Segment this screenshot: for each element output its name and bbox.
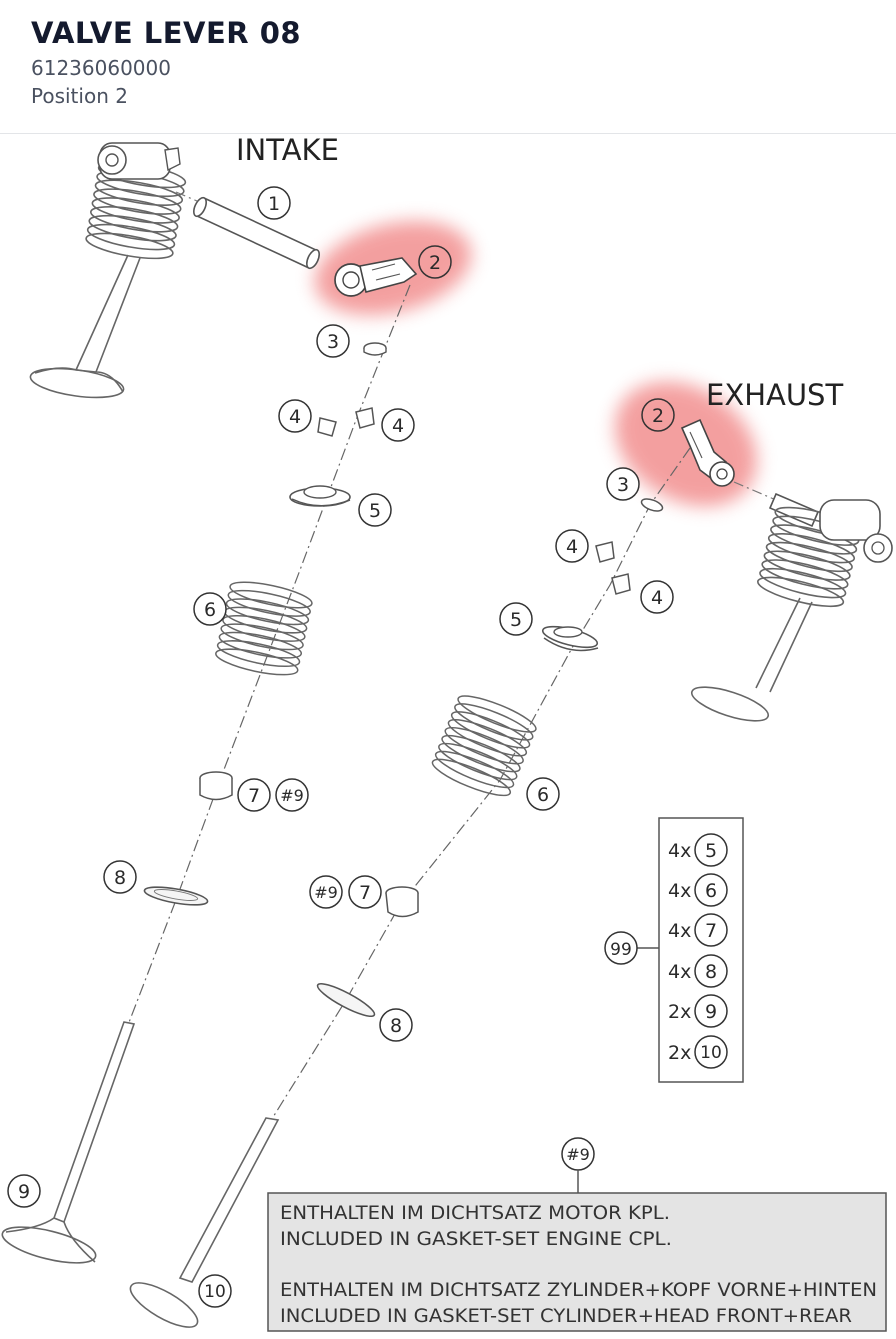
svg-text:2x: 2x [668, 1042, 691, 1064]
part-title: VALVE LEVER 08 [31, 16, 302, 50]
svg-text:5: 5 [369, 500, 381, 522]
svg-text:4x: 4x [668, 880, 691, 902]
svg-text:4x: 4x [668, 961, 691, 983]
gasket-set-note: ENTHALTEN IM DICHTSATZ MOTOR KPL. INCLUD… [267, 1192, 887, 1332]
svg-text:3: 3 [327, 331, 339, 353]
callout-2-exhaust[interactable]: 2 [641, 398, 675, 432]
svg-text:2x: 2x [668, 1001, 691, 1023]
exhaust-stem-seal [385, 886, 419, 918]
svg-text:7: 7 [705, 920, 717, 942]
intake-valve-spring [213, 576, 315, 681]
callout-8-exhaust[interactable]: 8 [379, 1008, 413, 1042]
note-line: ENTHALTEN IM DICHTSATZ ZYLINDER+KOPF VOR… [280, 1279, 877, 1301]
callout-3-exhaust[interactable]: 3 [606, 467, 640, 501]
svg-text:#9: #9 [566, 1145, 590, 1164]
intake-stem-seal [199, 771, 233, 801]
exhaust-label: EXHAUST [706, 378, 843, 412]
svg-text:1: 1 [268, 193, 280, 215]
kit-row: 4x 7 [668, 913, 728, 947]
svg-text:99: 99 [610, 940, 632, 960]
rocker-shaft [175, 191, 320, 270]
svg-text:8: 8 [705, 961, 717, 983]
svg-text:2: 2 [652, 405, 664, 427]
svg-text:6: 6 [537, 784, 549, 806]
note-callout[interactable]: #9 [561, 1137, 595, 1171]
intake-rocker-lever [334, 257, 418, 297]
callout-99[interactable]: 99 [604, 931, 638, 965]
callout-4a-exhaust[interactable]: 4 [555, 529, 589, 563]
callout-10-exhaust[interactable]: 10 [198, 1274, 232, 1308]
callout-8-intake[interactable]: 8 [103, 860, 137, 894]
kit-row: 2x 9 [668, 994, 728, 1028]
callout-9h-intake[interactable]: #9 [275, 778, 309, 812]
callout-4a-intake[interactable]: 4 [278, 399, 312, 433]
svg-text:9: 9 [18, 1181, 30, 1203]
intake-shim [363, 342, 387, 356]
svg-text:4x: 4x [668, 920, 691, 942]
callout-5-intake[interactable]: 5 [358, 493, 392, 527]
exhaust-spring-seat [316, 982, 376, 1018]
exhaust-spring-retainer [541, 625, 599, 652]
callout-9-intake[interactable]: 9 [7, 1174, 41, 1208]
callout-2-intake[interactable]: 2 [418, 245, 452, 279]
intake-spring-retainer [289, 485, 351, 507]
exhaust-valve-keepers [595, 541, 631, 595]
callout-4b-exhaust[interactable]: 4 [640, 580, 674, 614]
svg-text:8: 8 [390, 1015, 402, 1037]
svg-text:#9: #9 [280, 786, 304, 805]
note-line: INCLUDED IN GASKET-SET CYLINDER+HEAD FRO… [280, 1305, 852, 1327]
kit-row: 4x 6 [668, 873, 728, 907]
svg-text:4: 4 [289, 406, 301, 428]
svg-text:2: 2 [429, 252, 441, 274]
svg-text:4: 4 [651, 587, 663, 609]
exploded-diagram: INTAKE EXHAUST [0, 133, 896, 1335]
note-line: INCLUDED IN GASKET-SET ENGINE CPL. [280, 1228, 672, 1250]
callout-7-exhaust[interactable]: 7 [348, 875, 382, 909]
svg-text:4: 4 [566, 536, 578, 558]
part-position: Position 2 [31, 84, 128, 108]
note-line: ENTHALTEN IM DICHTSATZ MOTOR KPL. [280, 1202, 670, 1224]
intake-valve-keepers [317, 407, 375, 437]
svg-text:10: 10 [204, 1282, 226, 1302]
part-number: 61236060000 [31, 56, 171, 80]
exhaust-valve-assembly [690, 481, 893, 722]
svg-text:3: 3 [617, 474, 629, 496]
svg-text:7: 7 [248, 785, 260, 807]
svg-text:6: 6 [204, 599, 216, 621]
callout-9h-exhaust[interactable]: #9 [309, 875, 343, 909]
kit-row: 4x 8 [668, 954, 728, 988]
intake-spring-seat [143, 886, 209, 906]
svg-text:4: 4 [392, 415, 404, 437]
exhaust-valve-spring [428, 688, 541, 803]
svg-text:8: 8 [114, 867, 126, 889]
callout-6-exhaust[interactable]: 6 [526, 777, 560, 811]
callout-1-intake[interactable]: 1 [257, 186, 291, 220]
svg-text:5: 5 [510, 609, 522, 631]
svg-text:#9: #9 [314, 883, 338, 902]
intake-label: INTAKE [236, 135, 339, 167]
callout-7-intake[interactable]: 7 [237, 778, 271, 812]
diagram-svg: INTAKE EXHAUST [1, 133, 893, 1332]
intake-valve-assembly [29, 142, 188, 399]
exhaust-valve [129, 1117, 280, 1328]
svg-text:9: 9 [705, 1001, 717, 1023]
svg-text:6: 6 [705, 880, 717, 902]
svg-text:5: 5 [705, 840, 717, 862]
svg-text:7: 7 [359, 882, 371, 904]
callout-4b-intake[interactable]: 4 [381, 408, 415, 442]
callout-5-exhaust[interactable]: 5 [499, 602, 533, 636]
exhaust-shim [640, 498, 664, 512]
kit-row: 2x 10 [668, 1035, 728, 1069]
kit-row: 4x 5 [668, 833, 728, 867]
svg-text:4x: 4x [668, 840, 691, 862]
callout-6-intake[interactable]: 6 [193, 592, 227, 626]
part-header: VALVE LEVER 08 61236060000 Position 2 [0, 0, 896, 134]
svg-text:10: 10 [700, 1043, 722, 1063]
exhaust-rocker-lever [680, 418, 735, 487]
callout-3-intake[interactable]: 3 [316, 324, 350, 358]
intake-valve [1, 1021, 136, 1264]
